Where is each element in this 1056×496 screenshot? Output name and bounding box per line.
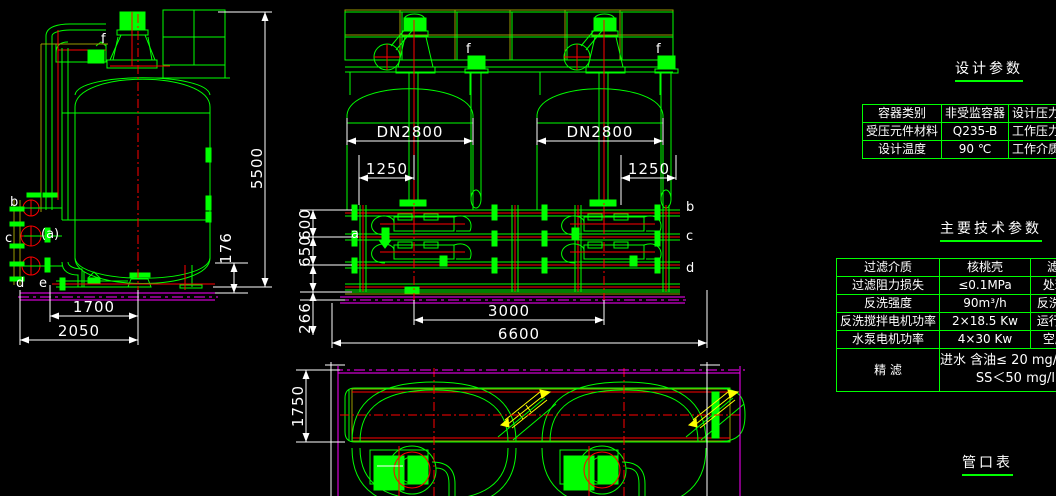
svg-text:2050: 2050 xyxy=(58,322,100,340)
table-row: 过滤阻力损失 ≤0.1MPa 处理量 xyxy=(835,276,1056,295)
pump-module-1b xyxy=(371,241,472,267)
svg-text:a: a xyxy=(351,227,359,242)
tech-params-title: 主要技术参数 xyxy=(940,218,1042,242)
side-elevation-view xyxy=(9,9,230,301)
cell-r4c0: 水泵电机功率 xyxy=(835,330,941,349)
cell-r1c0: 受压元件材料 xyxy=(861,122,943,141)
table-row: 容器类别 非受监容器 设计压力 xyxy=(861,104,1056,123)
pump-module-2b xyxy=(561,241,662,267)
pump-plan-1 xyxy=(369,445,456,496)
pump-plan-2 xyxy=(559,445,646,496)
svg-text:e: e xyxy=(39,276,47,291)
cell-fine-filter-label: 精 滤 xyxy=(835,348,941,392)
svg-text:600: 600 xyxy=(296,208,314,240)
nozzle-table-title-wrap: 管口表 xyxy=(962,452,1013,476)
svg-text:1250: 1250 xyxy=(628,160,670,178)
svg-text:b: b xyxy=(10,195,18,210)
svg-text:f: f xyxy=(656,42,661,57)
piping-rack xyxy=(345,204,680,292)
cell-r1c0: 过滤阻力损失 xyxy=(835,276,941,295)
inclined-detail-2 xyxy=(685,389,745,441)
cell-r4c1: 4×30 Kw xyxy=(939,330,1031,349)
fine-filter-line-1: 进水 含油≤ 20 mg/l 出水 xyxy=(940,353,1056,369)
design-params-table-wrap: 容器类别 非受监容器 设计压力 受压元件材料 Q235-B 工作压力 设计温度 … xyxy=(861,104,1056,159)
cell-r2c0: 设计温度 xyxy=(861,140,943,159)
support-frame xyxy=(344,9,674,73)
cell-r1c1: ≤0.1MPa xyxy=(939,276,1031,295)
svg-text:c: c xyxy=(5,231,12,246)
valve-manifold xyxy=(9,199,62,285)
cell-r2c2: 反洗时间 xyxy=(1029,294,1056,313)
fine-filter-line-2: SS＜50 mg/l xyxy=(975,371,1055,386)
cell-r0c2: 设计压力 xyxy=(1008,104,1056,123)
cell-fine-filter-value: 进水 含油≤ 20 mg/l 出水 SS＜50 mg/l xyxy=(939,348,1056,392)
svg-text:d: d xyxy=(686,261,694,276)
cell-r2c0: 反洗强度 xyxy=(835,294,941,313)
nozzle-table-title: 管口表 xyxy=(962,452,1013,476)
tech-params-table-wrap: 过滤介质 核桃壳 滤 速 过滤阻力损失 ≤0.1MPa 处理量 反洗强度 90m… xyxy=(835,258,1056,392)
tech-params-title-wrap: 主要技术参数 xyxy=(940,218,1042,242)
svg-text:DN2800: DN2800 xyxy=(567,123,634,141)
cell-r0c2: 滤 速 xyxy=(1029,258,1056,277)
svg-text:1250: 1250 xyxy=(366,160,408,178)
svg-text:650: 650 xyxy=(296,235,314,267)
front-elevation-view xyxy=(338,9,688,304)
cell-r2c2: 工作介质 xyxy=(1008,140,1056,159)
svg-text:b: b xyxy=(686,200,694,215)
svg-text:(a): (a) xyxy=(41,227,59,242)
svg-text:3000: 3000 xyxy=(488,302,530,320)
svg-text:1700: 1700 xyxy=(73,298,115,316)
cell-r4c2: 空压机 xyxy=(1029,330,1056,349)
agitator-motor-2 xyxy=(563,13,679,230)
table-row: 过滤介质 核桃壳 滤 速 xyxy=(835,258,1056,277)
table-row: 反洗搅拌电机功率 2×18.5 Kw 运行重量 xyxy=(835,312,1056,331)
plan-view xyxy=(332,366,746,496)
table-row: 设计温度 90 ℃ 工作介质 xyxy=(861,140,1056,159)
cell-r1c1: Q235-B xyxy=(941,122,1010,141)
cell-r3c2: 运行重量 xyxy=(1029,312,1056,331)
cell-r0c1: 非受监容器 xyxy=(941,104,1010,123)
table-row-fine-filter: 精 滤 进水 含油≤ 20 mg/l 出水 SS＜50 mg/l xyxy=(835,348,1056,392)
pump-module-1a xyxy=(371,213,472,249)
plan-view-dimensions: 1750 xyxy=(289,362,720,496)
design-params-title: 设计参数 xyxy=(955,58,1023,82)
table-row: 受压元件材料 Q235-B 工作压力 xyxy=(861,122,1056,141)
pump-module-2a xyxy=(561,213,662,241)
cell-r3c0: 反洗搅拌电机功率 xyxy=(835,312,941,331)
cell-r2c1: 90m³/h xyxy=(939,294,1031,313)
cell-r3c1: 2×18.5 Kw xyxy=(939,312,1031,331)
cell-r1c2: 工作压力 xyxy=(1008,122,1056,141)
svg-text:d: d xyxy=(16,276,24,291)
design-params-table: 容器类别 非受监容器 设计压力 受压元件材料 Q235-B 工作压力 设计温度 … xyxy=(861,104,1056,159)
front-elevation-dimensions: DN2800 DN2800 1250 1250 600 650 266 3000 xyxy=(296,42,708,348)
svg-text:f: f xyxy=(466,42,471,57)
svg-text:266: 266 xyxy=(296,302,314,334)
table-row: 水泵电机功率 4×30 Kw 空压机 xyxy=(835,330,1056,349)
agitator-motor-1 xyxy=(373,13,489,230)
cell-r0c1: 核桃壳 xyxy=(939,258,1031,277)
cell-r1c2: 处理量 xyxy=(1029,276,1056,295)
svg-text:DN2800: DN2800 xyxy=(377,123,444,141)
svg-text:c: c xyxy=(686,229,693,244)
cell-r0c0: 容器类别 xyxy=(861,104,943,123)
svg-text:6600: 6600 xyxy=(498,325,540,343)
svg-text:f: f xyxy=(101,32,106,47)
side-elevation-dimensions: 5500 176 1700 2050 b c (a) d e f xyxy=(5,11,272,345)
svg-text:5500: 5500 xyxy=(248,147,266,189)
cell-r0c0: 过滤介质 xyxy=(835,258,941,277)
cell-r2c1: 90 ℃ xyxy=(941,140,1010,159)
svg-text:1750: 1750 xyxy=(289,385,307,427)
table-row: 反洗强度 90m³/h 反洗时间 xyxy=(835,294,1056,313)
tech-params-table: 过滤介质 核桃壳 滤 速 过滤阻力损失 ≤0.1MPa 处理量 反洗强度 90m… xyxy=(835,258,1056,392)
design-params-title-wrap: 设计参数 xyxy=(955,58,1023,82)
svg-text:176: 176 xyxy=(217,232,235,264)
